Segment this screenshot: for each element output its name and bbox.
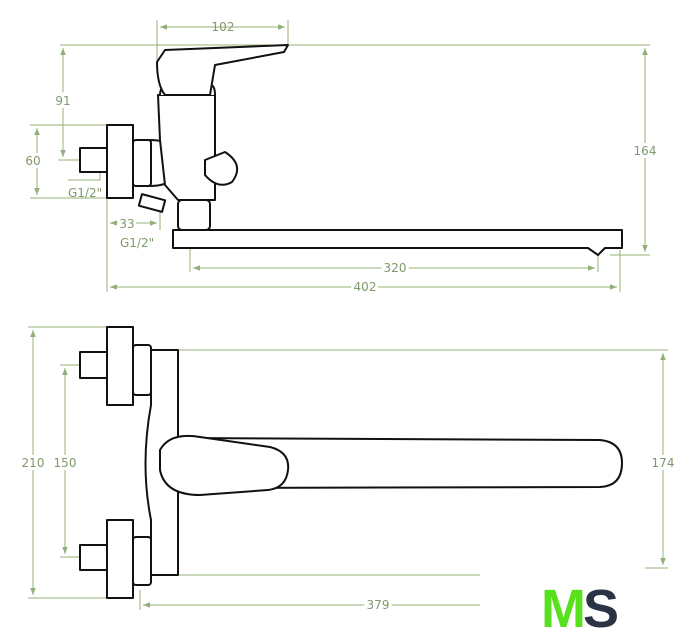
- side-view: 210 150 174 379: [19, 326, 677, 615]
- label-33: 33: [119, 217, 134, 231]
- label-402: 402: [354, 280, 377, 294]
- label-174: 174: [652, 456, 675, 470]
- lever-handle: [159, 434, 290, 496]
- shower-outlet: [137, 193, 167, 213]
- label-150: 150: [54, 456, 77, 470]
- label-320: 320: [384, 261, 407, 275]
- label-102: 102: [212, 20, 235, 34]
- label-thread-inlet: G1/2": [68, 186, 102, 200]
- hex-nut-bottom: [132, 536, 152, 586]
- hex-nut: [132, 139, 152, 187]
- lever-handle: [156, 44, 289, 96]
- spout: [177, 437, 623, 489]
- inlet-pipe-top: [79, 351, 108, 379]
- wall-flange: [106, 124, 134, 199]
- faucet-side-view: [79, 326, 623, 599]
- label-thread-outlet: G1/2": [120, 236, 154, 250]
- logo-letter-s: S: [583, 579, 619, 639]
- mixer-body: [157, 94, 216, 201]
- hex-nut-top: [132, 344, 152, 396]
- wall-flange-top: [106, 326, 134, 406]
- label-164: 164: [634, 144, 657, 158]
- logo-letter-m: M: [541, 579, 586, 639]
- label-210: 210: [22, 456, 45, 470]
- diverter-knob: [204, 151, 239, 186]
- wall-flange-bottom: [106, 519, 134, 599]
- faucet-top-view: [79, 44, 623, 256]
- spout-swivel: [177, 199, 211, 231]
- top-view: 102 91 60 164 G1/2" G1/2" 33 320 402: [22, 20, 659, 297]
- brand-logo: M S: [541, 578, 621, 640]
- label-379: 379: [367, 598, 390, 612]
- inlet-pipe-bottom: [79, 544, 108, 571]
- label-60: 60: [25, 154, 40, 168]
- label-91: 91: [55, 94, 70, 108]
- inlet-pipe: [79, 147, 108, 173]
- extension-lines: [28, 326, 668, 610]
- spout: [172, 229, 623, 256]
